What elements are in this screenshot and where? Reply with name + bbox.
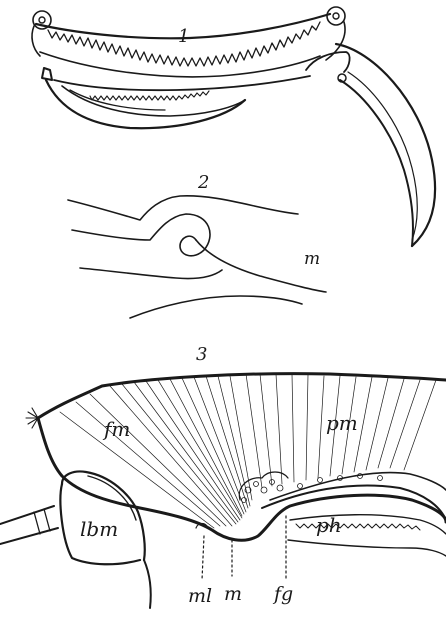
label-ph: ph [316, 513, 342, 537]
label-lbm: lbm [80, 517, 118, 541]
label-ml: ml [188, 585, 212, 607]
figure-3: 3 [0, 344, 446, 608]
pharynx [262, 473, 446, 556]
figure-2: 2 m [68, 172, 326, 318]
label-fg: fg [272, 583, 293, 605]
label-m-fig2: m [304, 249, 320, 269]
hooked-claw [306, 44, 435, 246]
label-pm: pm [326, 411, 358, 435]
labrum [0, 472, 151, 609]
figure-1-number: 1 [178, 26, 189, 47]
figure-1: 1 [32, 7, 435, 246]
muscle-fm [60, 376, 252, 528]
label-fm: fm [102, 417, 130, 441]
leader-lines [196, 516, 286, 580]
label-m-fig3: m [224, 583, 242, 605]
figure-3-number: 3 [196, 344, 207, 365]
figure-2-number: 2 [197, 172, 209, 193]
